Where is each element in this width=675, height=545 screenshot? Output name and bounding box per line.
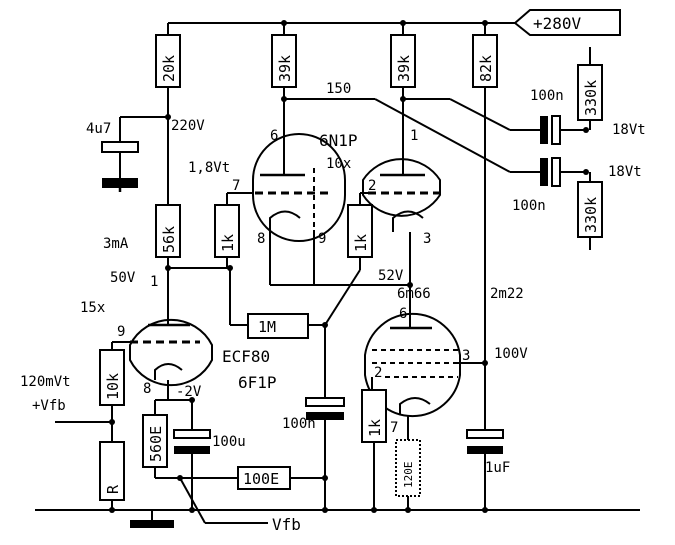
svg-text:39k: 39k (276, 55, 294, 82)
svg-text:7: 7 (390, 420, 398, 436)
svg-text:2: 2 (368, 178, 376, 194)
svg-text:10k: 10k (104, 373, 122, 400)
svg-text:1k: 1k (219, 234, 237, 252)
resistor-39k-right: 39k (390, 34, 416, 88)
svg-text:39k: 39k (395, 55, 413, 82)
svg-text:52V: 52V (378, 268, 404, 284)
svg-text:8: 8 (257, 231, 265, 247)
tube-6n1p (252, 133, 441, 242)
svg-text:-2V: -2V (176, 384, 202, 400)
svg-text:ECF80: ECF80 (222, 347, 270, 366)
svg-text:1k: 1k (366, 419, 384, 437)
svg-text:6m66: 6m66 (397, 286, 431, 302)
supply-label: +280V (533, 14, 582, 33)
resistor-1k-grid-b: 1k (347, 204, 373, 258)
svg-text:120E: 120E (402, 462, 415, 489)
svg-text:1: 1 (150, 274, 158, 290)
svg-text:3mA: 3mA (103, 236, 129, 252)
resistor-1m: 1M (247, 313, 309, 339)
svg-text:R: R (104, 484, 122, 494)
capacitor-100n-mid: 100n (282, 397, 345, 432)
svg-text:Vfb: Vfb (272, 515, 301, 534)
resistor-330k-bottom: 330k (577, 181, 603, 238)
capacitor-1uf: 1uF (466, 429, 510, 476)
svg-text:1k: 1k (352, 234, 370, 252)
svg-text:100V: 100V (494, 346, 528, 362)
svg-text:56k: 56k (160, 226, 178, 253)
capacitor-100n-bottom: 100n (512, 157, 561, 214)
resistor-120e: 120E (395, 439, 421, 497)
svg-text:6: 6 (270, 128, 278, 144)
svg-text:150: 150 (326, 81, 351, 97)
svg-text:100n: 100n (512, 198, 546, 214)
resistor-20k: 20k (155, 34, 181, 88)
svg-text:2m22: 2m22 (490, 286, 524, 302)
svg-text:+Vfb: +Vfb (32, 398, 66, 414)
svg-text:3: 3 (423, 231, 431, 247)
capacitor-100u: 100u (173, 429, 246, 454)
svg-text:1M: 1M (258, 318, 276, 336)
svg-text:560E: 560E (147, 426, 165, 462)
svg-text:1,8Vt: 1,8Vt (188, 160, 230, 176)
svg-text:100E: 100E (243, 470, 279, 488)
svg-text:6N1P: 6N1P (319, 131, 358, 150)
svg-text:330k: 330k (582, 80, 600, 116)
resistor-1k-grid-a: 1k (214, 204, 240, 258)
svg-text:8: 8 (143, 381, 151, 397)
resistor-82k: 82k (472, 34, 498, 88)
resistor-100e: 100E (237, 466, 291, 490)
supply-rail: +280V (168, 9, 621, 36)
svg-text:18Vt: 18Vt (608, 164, 642, 180)
resistor-56k: 56k (155, 204, 181, 258)
svg-text:330k: 330k (582, 197, 600, 233)
resistor-1k-grid-c: 1k (361, 389, 387, 443)
resistor-330k-top: 330k (577, 64, 603, 121)
svg-text:10x: 10x (326, 156, 351, 172)
svg-text:9: 9 (318, 231, 326, 247)
svg-text:100n: 100n (530, 88, 564, 104)
ground-bus (35, 507, 640, 528)
svg-text:100u: 100u (212, 434, 246, 450)
svg-text:82k: 82k (477, 55, 495, 82)
svg-text:18Vt: 18Vt (612, 122, 646, 138)
capacitor-4u7: 4u7 (86, 121, 139, 192)
resistor-560e: 560E (142, 414, 168, 468)
svg-text:4u7: 4u7 (86, 121, 111, 137)
svg-text:7: 7 (232, 178, 240, 194)
voltage-220v: 220V (171, 118, 205, 134)
svg-text:3: 3 (462, 348, 470, 364)
resistor-r: R (99, 441, 125, 501)
svg-text:15x: 15x (80, 300, 105, 316)
svg-text:50V: 50V (110, 270, 136, 286)
svg-text:1uF: 1uF (485, 460, 510, 476)
capacitor-100n-top: 100n (530, 88, 564, 145)
svg-text:6: 6 (399, 306, 407, 322)
svg-text:6F1P: 6F1P (238, 373, 277, 392)
svg-text:20k: 20k (160, 55, 178, 82)
svg-text:9: 9 (117, 324, 125, 340)
svg-text:1: 1 (410, 128, 418, 144)
resistor-39k-left: 39k (271, 34, 297, 88)
svg-text:2: 2 (374, 365, 382, 381)
svg-text:100n: 100n (282, 416, 316, 432)
resistor-10k: 10k (99, 349, 125, 406)
svg-text:120mVt: 120mVt (20, 374, 71, 390)
tube-ecf80-triode (129, 318, 213, 387)
